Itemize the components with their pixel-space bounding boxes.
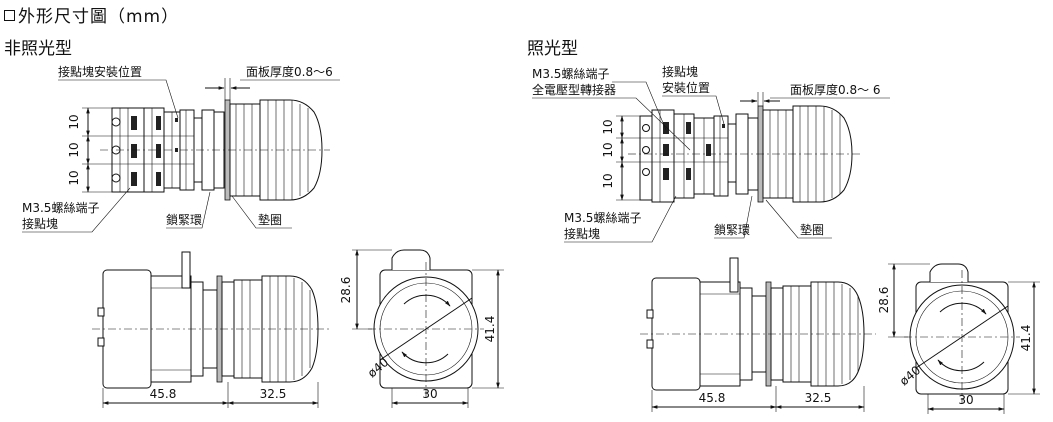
right-pitch-2: 10 bbox=[601, 142, 615, 157]
right-contact-label-2: 安裝位置 bbox=[662, 80, 710, 95]
left-height-top-dim: 28.6 bbox=[339, 277, 353, 304]
right-section-title: 照光型 bbox=[527, 39, 578, 59]
right-screw2-label-2: 接點塊 bbox=[564, 226, 600, 241]
right-front-view: 28.6 41.4 ø40 30 bbox=[877, 263, 1040, 414]
right-width-dim: 30 bbox=[958, 393, 973, 407]
left-head-length-dim: 32.5 bbox=[260, 387, 287, 401]
left-contact-position-label: 接點塊安裝位置 bbox=[58, 64, 142, 79]
left-pitch-2: 10 bbox=[67, 142, 81, 157]
right-screw2-label-1: M3.5螺絲端子 bbox=[564, 210, 641, 225]
right-lock-ring-label: 鎖緊環 bbox=[714, 222, 750, 237]
page-title-text: 外形尺寸圖（mm） bbox=[18, 7, 180, 27]
left-front-view: 28.6 41.4 ø40 30 bbox=[339, 249, 504, 408]
left-height-total-dim: 41.4 bbox=[483, 316, 497, 343]
left-lock-ring-label: 鎖緊環 bbox=[166, 212, 202, 227]
left-width-dim: 30 bbox=[422, 387, 437, 401]
left-section-title: 非照光型 bbox=[4, 39, 72, 59]
page-title: 外形尺寸圖（mm） bbox=[4, 2, 179, 27]
left-outline-view: 45.8 32.5 bbox=[92, 251, 330, 408]
square-bullet-icon bbox=[4, 10, 15, 21]
right-head-length-dim: 32.5 bbox=[805, 391, 832, 405]
right-screw-label-1: M3.5螺絲端子 bbox=[532, 66, 609, 81]
right-transformer-label: 全電壓型轉接器 bbox=[532, 82, 616, 97]
left-pitch-1: 10 bbox=[67, 114, 81, 129]
right-outline-view: 45.8 32.5 bbox=[640, 257, 876, 412]
left-pitch-3: 10 bbox=[67, 170, 81, 185]
left-gasket-label: 墊圈 bbox=[258, 213, 282, 227]
right-height-top-dim: 28.6 bbox=[877, 287, 891, 314]
right-side-view: 10 10 10 M3.5螺絲端子 全電壓型轉接器 接點塊 安裝位置 面板厚度0… bbox=[532, 64, 890, 243]
right-panel-thickness-label: 面板厚度0.8～ 6 bbox=[790, 82, 881, 97]
right-contact-label-1: 接點塊 bbox=[662, 64, 698, 79]
right-pitch-3: 10 bbox=[601, 173, 615, 188]
left-screw-label-1: M3.5螺絲端子 bbox=[22, 200, 99, 215]
right-body-length-dim: 45.8 bbox=[699, 391, 726, 405]
left-screw-label-2: 接點塊 bbox=[22, 216, 58, 231]
right-gasket-label: 墊圈 bbox=[800, 223, 824, 237]
right-height-total-dim: 41.4 bbox=[1019, 325, 1033, 352]
left-side-view: 10 10 10 接點塊安裝位置 面板厚度0.8～6 M3.5螺絲端子 接點塊 … bbox=[22, 64, 340, 233]
right-pitch-1: 10 bbox=[601, 119, 615, 134]
left-body-length-dim: 45.8 bbox=[150, 387, 177, 401]
left-panel-thickness-label: 面板厚度0.8～6 bbox=[246, 64, 333, 79]
